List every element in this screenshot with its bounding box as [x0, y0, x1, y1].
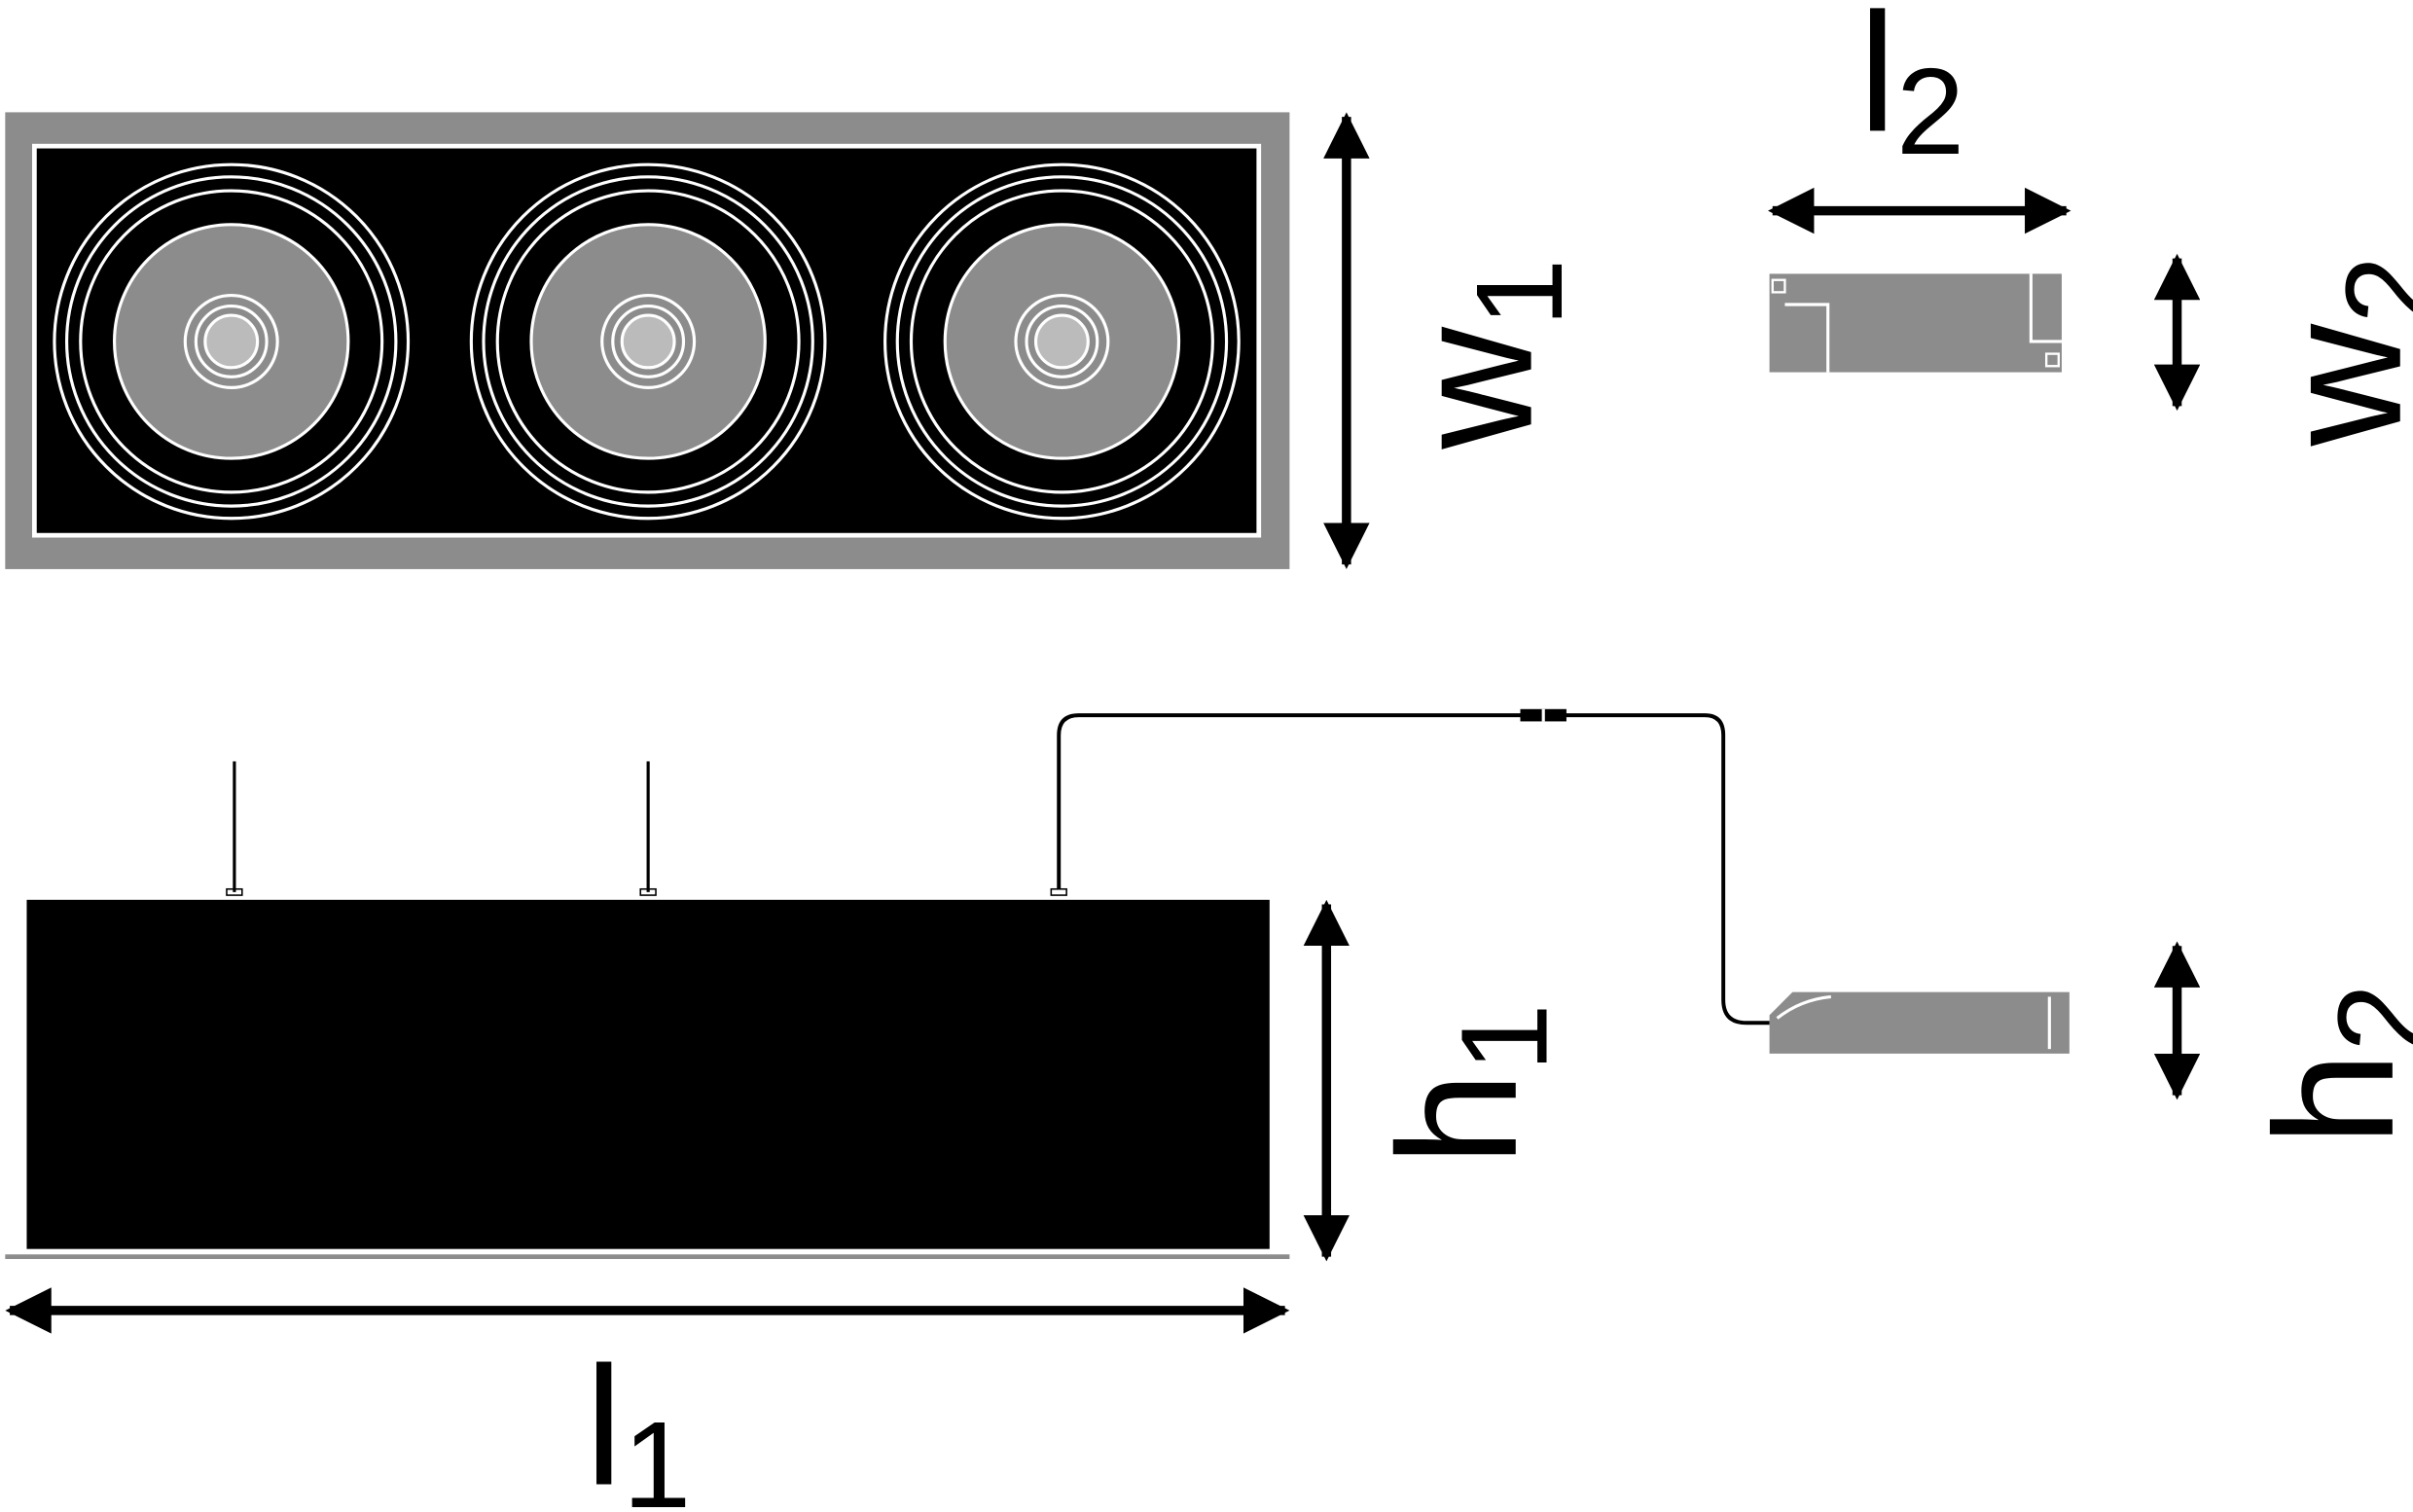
fixture-top-view	[5, 112, 1290, 569]
h2-label: h2	[2240, 984, 2413, 1146]
spotlight-2	[465, 158, 832, 525]
driver-top-view	[1769, 273, 2062, 373]
w2-label: w2	[2248, 256, 2413, 448]
power-cable	[1057, 713, 1770, 1026]
h1-label: h1	[1363, 1003, 1573, 1166]
l1-label: l1	[585, 1332, 691, 1512]
spotlight-1	[48, 158, 414, 525]
driver-side-view	[1769, 991, 2070, 1054]
l2-label: l2	[1858, 0, 1964, 180]
fixture-side-view	[5, 761, 1290, 1259]
fixture-body-side	[26, 899, 1270, 1249]
spotlight-3	[879, 158, 1245, 525]
w1-label: w1	[1379, 259, 1589, 450]
